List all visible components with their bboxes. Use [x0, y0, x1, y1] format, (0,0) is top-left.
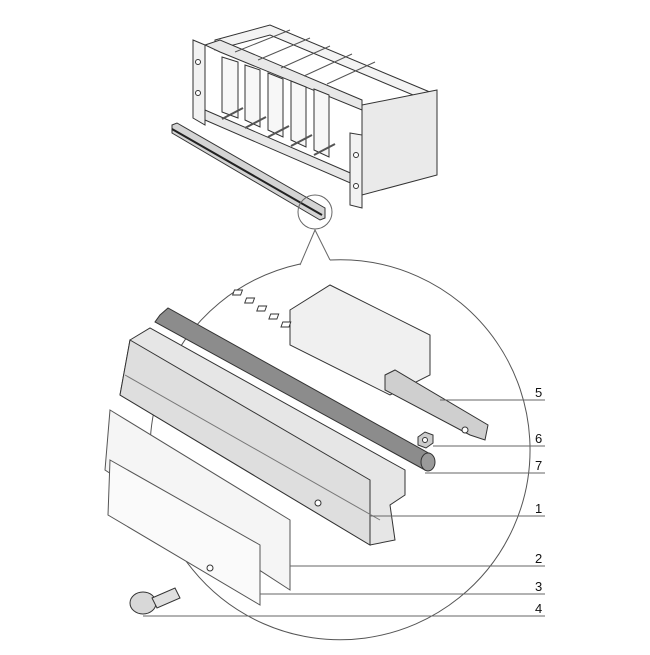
part-3-strip	[107, 459, 261, 606]
callout-label-1: 1	[535, 501, 543, 516]
subrack	[192, 24, 438, 209]
callout-label-5: 5	[535, 385, 543, 400]
front-rail	[171, 122, 326, 221]
leader-lines	[143, 399, 545, 617]
callout-label-2: 2	[535, 551, 543, 566]
callout-label-4: 4	[535, 601, 543, 616]
part-6-nut	[417, 431, 434, 449]
side-panel-extrusion	[231, 284, 431, 396]
callout-label-3: 3	[535, 579, 543, 594]
part-4-screw	[129, 587, 181, 615]
part-5-bracket	[384, 369, 489, 441]
callout-label-6: 6	[535, 431, 543, 446]
callout-label-7: 7	[535, 458, 543, 473]
part-1-rail	[119, 327, 406, 546]
part-7-rod	[154, 307, 436, 472]
